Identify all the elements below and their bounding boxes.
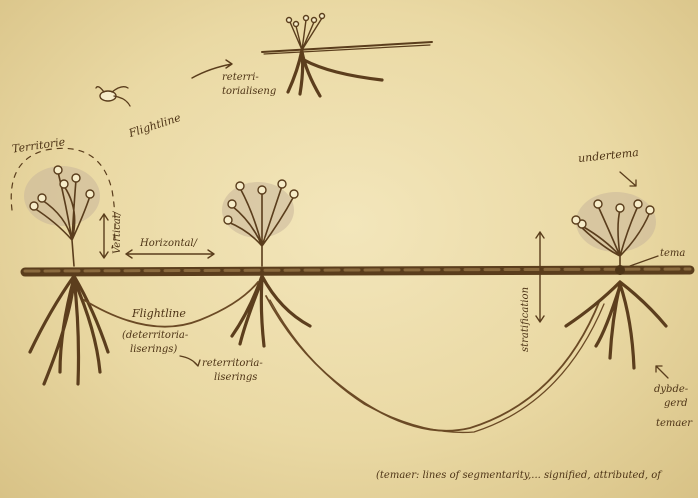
- label-flightline-mid: Flightline: [132, 308, 186, 320]
- reterritoria-arrow: [180, 356, 200, 366]
- horizontal-arrow: [126, 250, 214, 258]
- label-footer: (temaer: lines of segmentarity,... signi…: [376, 470, 661, 482]
- label-dybde-1: dybde-: [654, 384, 688, 396]
- label-horizontal: Horizontal/: [140, 238, 197, 250]
- tema-arrow: [630, 256, 658, 266]
- label-deterritoria-2: liserings): [130, 344, 177, 356]
- label-tema: tema: [660, 248, 685, 260]
- label-dybde-2: gerd: [664, 398, 688, 410]
- label-reterritoria-2: liserings: [214, 372, 257, 384]
- right-plant: [566, 192, 666, 368]
- label-temaer: temaer: [656, 418, 692, 430]
- label-stratification: stratification: [520, 287, 532, 352]
- stratification-arrow: [536, 232, 544, 322]
- ground-line: [25, 269, 690, 272]
- label-vertical: Vertical/: [112, 212, 124, 254]
- dybde-arrow: [656, 366, 668, 378]
- label-reterritorialisering-top-2: torialiseng: [222, 86, 276, 98]
- vertical-arrow: [100, 214, 108, 258]
- undertema-arrow: [620, 172, 636, 186]
- label-reterritorialisering-top-1: reterri-: [222, 72, 259, 84]
- label-deterritoria-1: (deterritoria-: [122, 330, 188, 342]
- seed-icon: [96, 87, 130, 106]
- top-plant: [262, 14, 432, 97]
- middle-plant: [222, 180, 310, 346]
- label-reterritoria-1: reterritoria-: [202, 358, 263, 370]
